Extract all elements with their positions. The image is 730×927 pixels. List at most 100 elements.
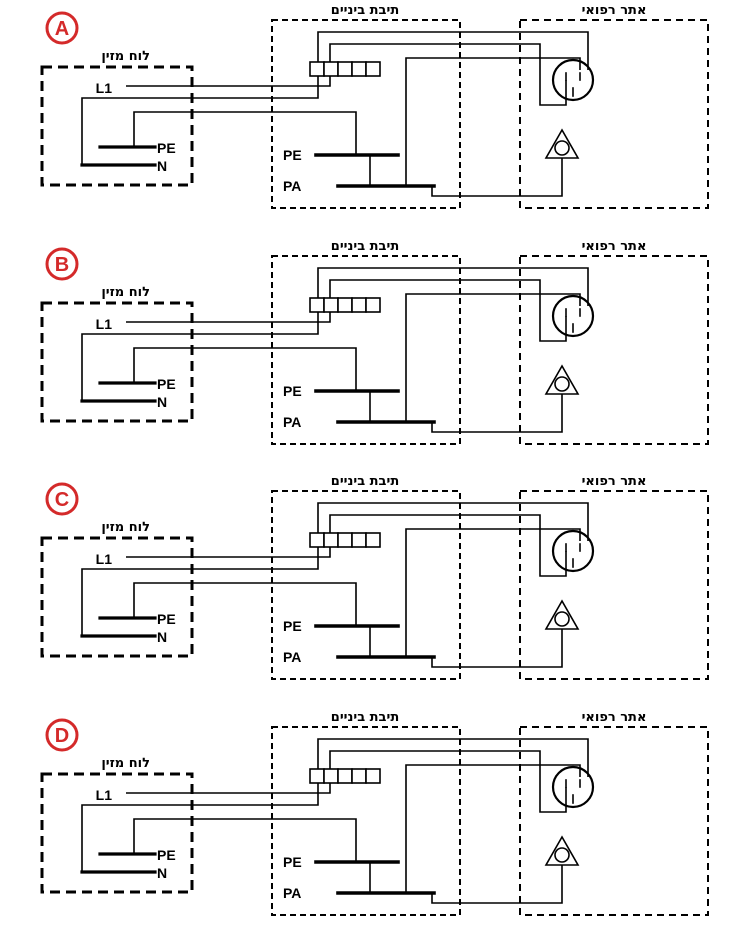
wire-socket-pe — [405, 293, 581, 422]
junction-box-label: תיבת ביניים — [331, 3, 399, 18]
variant-letter: D — [55, 725, 69, 747]
terminal-cell — [351, 297, 367, 313]
l1-label: L1 — [96, 787, 113, 803]
wire-equipotential — [431, 158, 563, 197]
variant-badge — [45, 11, 79, 45]
junction-box-label: תיבת ביניים — [331, 474, 399, 489]
wire-l1 — [126, 547, 331, 558]
distribution-panel-label: לוח מזין — [101, 49, 150, 64]
wire-socket-l — [317, 502, 589, 541]
pe-panel-label: PE — [157, 376, 176, 392]
l1-label: L1 — [96, 551, 113, 567]
l1-label: L1 — [96, 80, 113, 96]
junction-box — [271, 19, 461, 209]
terminal-cell — [337, 297, 353, 313]
wire-socket-pe — [405, 528, 581, 657]
terminal-cell — [323, 532, 339, 548]
medical-site-label: אתר רפואי — [582, 710, 647, 725]
medical-site-box — [519, 19, 709, 209]
wire-socket-n — [329, 279, 567, 342]
wire-l1 — [126, 76, 331, 87]
pe-junction-label: PE — [283, 854, 302, 870]
pa-junction-label: PA — [283, 885, 301, 901]
variant-badge — [45, 247, 79, 281]
terminal-cell — [351, 768, 367, 784]
equipotential-circle — [554, 140, 570, 156]
variant-badge — [45, 482, 79, 516]
terminal-cell — [323, 297, 339, 313]
terminal-cell — [309, 768, 325, 784]
wire-equipotential — [431, 865, 563, 904]
distribution-panel-box — [40, 65, 194, 187]
pa-junction-label: PA — [283, 414, 301, 430]
pa-junction-label: PA — [283, 649, 301, 665]
terminal-cell — [365, 61, 381, 77]
medical-site-box — [519, 255, 709, 445]
wire-socket-l — [317, 738, 589, 777]
wire-pe-feed — [133, 347, 357, 391]
medical-site-label: אתר רפואי — [582, 474, 647, 489]
pe-junction-label: PE — [283, 147, 302, 163]
n-panel-label: N — [157, 158, 167, 174]
wire-n — [81, 547, 319, 636]
wire-l1 — [126, 312, 331, 323]
junction-box — [271, 490, 461, 680]
n-panel-label: N — [157, 629, 167, 645]
pe-panel-label: PE — [157, 140, 176, 156]
medical-site-label: אתר רפואי — [582, 239, 647, 254]
terminal-cell — [309, 61, 325, 77]
pa-junction-label: PA — [283, 178, 301, 194]
terminal-cell — [365, 768, 381, 784]
terminal-cell — [351, 532, 367, 548]
terminal-cell — [337, 768, 353, 784]
socket-outlet — [551, 58, 595, 102]
distribution-panel-label: לוח מזין — [101, 520, 150, 535]
equipotential-circle — [554, 376, 570, 392]
equipotential-circle — [554, 611, 570, 627]
n-panel-label: N — [157, 865, 167, 881]
junction-box-label: תיבת ביניים — [331, 710, 399, 725]
wire-pe-feed — [133, 582, 357, 626]
junction-box — [271, 255, 461, 445]
wire-n — [81, 76, 319, 165]
terminal-cell — [365, 532, 381, 548]
wire-socket-l — [317, 31, 589, 70]
distribution-panel-label: לוח מזין — [101, 756, 150, 771]
socket-outlet — [551, 294, 595, 338]
variant-letter: B — [55, 254, 69, 276]
wire-equipotential — [431, 629, 563, 668]
pe-junction-label: PE — [283, 618, 302, 634]
terminal-cell — [365, 297, 381, 313]
medical-site-label: אתר רפואי — [582, 3, 647, 18]
variant-badge — [45, 718, 79, 752]
terminal-cell — [337, 61, 353, 77]
pe-panel-label: PE — [157, 611, 176, 627]
socket-outlet — [551, 529, 595, 573]
wire-socket-l — [317, 267, 589, 306]
distribution-panel-box — [40, 772, 194, 894]
distribution-panel-box — [40, 301, 194, 423]
wire-pe-feed — [133, 818, 357, 862]
pe-panel-label: PE — [157, 847, 176, 863]
equipotential-circle — [554, 847, 570, 863]
wire-socket-pe — [405, 57, 581, 186]
terminal-cell — [351, 61, 367, 77]
wire-n — [81, 312, 319, 401]
socket-outlet — [551, 765, 595, 809]
n-panel-label: N — [157, 394, 167, 410]
wire-l1 — [126, 783, 331, 794]
wire-pe-feed — [133, 111, 357, 155]
wire-equipotential — [431, 394, 563, 433]
junction-box-label: תיבת ביניים — [331, 239, 399, 254]
wire-socket-n — [329, 514, 567, 577]
wire-n — [81, 783, 319, 872]
pe-junction-label: PE — [283, 383, 302, 399]
wire-socket-pe — [405, 764, 581, 893]
junction-box — [271, 726, 461, 916]
wire-socket-n — [329, 750, 567, 813]
wire-socket-n — [329, 43, 567, 106]
